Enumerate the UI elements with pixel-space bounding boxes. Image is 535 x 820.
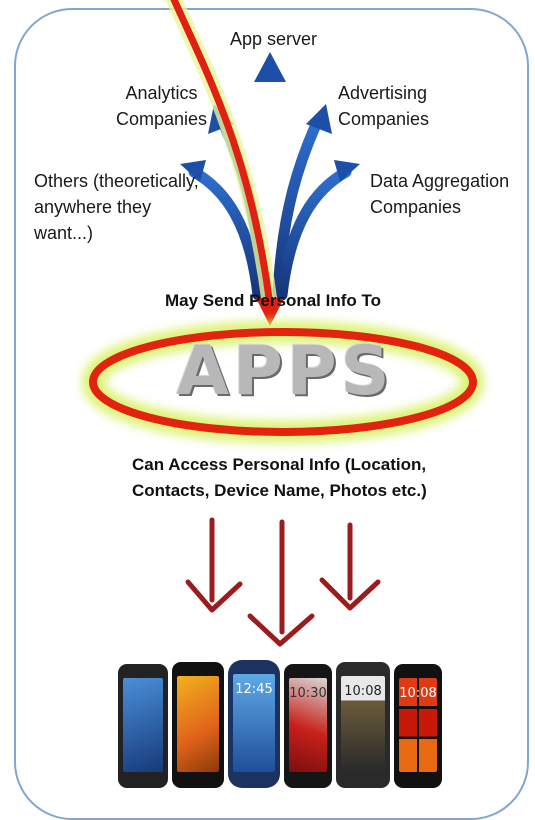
phone-lg: 10:30	[284, 664, 332, 788]
advertising-companies-label: Advertising Companies	[338, 83, 430, 129]
arrow-to-advertising	[272, 114, 324, 301]
phone-nexus	[172, 662, 224, 788]
phone-clock: 10:08	[344, 684, 382, 699]
dark-red-arrows	[185, 517, 381, 647]
app-server-label: App server	[230, 29, 318, 49]
red-arrow	[165, 0, 284, 326]
phone-clock: 12:45	[235, 682, 273, 697]
phone-htc: 10:08	[336, 662, 390, 788]
diagram-graphics	[82, 0, 484, 647]
apps-ellipse	[82, 321, 484, 443]
phone-iphone	[118, 664, 168, 788]
phone-clock: 10:30	[289, 686, 327, 701]
may-send-caption: May Send Personal Info To	[165, 291, 381, 310]
data-aggregation-companies-label: Data Aggregation Companies	[370, 171, 510, 217]
can-access-caption: Can Access Personal Info (Location, Cont…	[132, 455, 427, 500]
phone-galaxy: 12:45	[228, 660, 280, 788]
apps-mosaic-label: APPS	[176, 332, 394, 411]
others-label: Others (theoretically, anywhere they wan…	[34, 171, 199, 243]
arrow-to-others	[188, 166, 264, 301]
phone-windows: 10:08	[394, 664, 442, 788]
analytics-companies-label: Analytics Companies	[116, 83, 208, 129]
arrow-to-data-aggregation	[276, 166, 352, 301]
phone-clock: 10:08	[399, 686, 437, 701]
